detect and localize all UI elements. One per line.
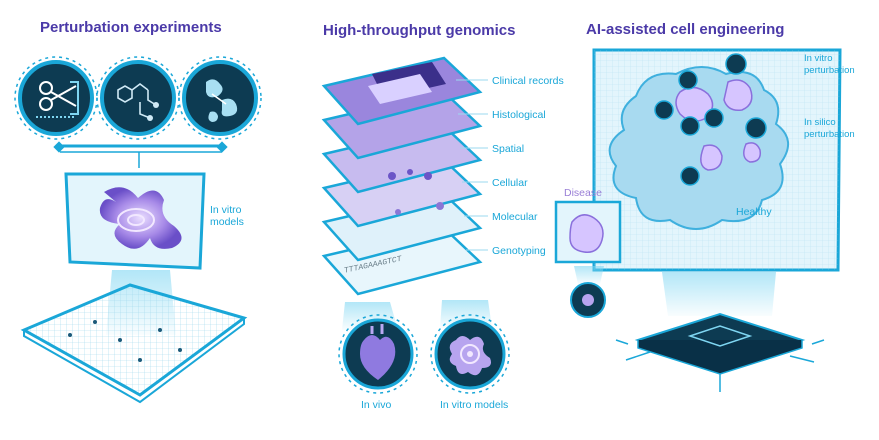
heart-icon bbox=[338, 314, 418, 394]
in-silico-perturbation-label: In silico perturbation bbox=[804, 117, 855, 140]
layer-label-genotyping: Genotyping bbox=[492, 245, 546, 257]
in-vivo-label: In vivo bbox=[361, 399, 392, 411]
perturbation-title: Perturbation experiments bbox=[40, 19, 222, 36]
in-vitro-cell-icon bbox=[430, 314, 510, 394]
layer-label-cellular: Cellular bbox=[492, 177, 528, 189]
genomics-layer-stack bbox=[321, 56, 483, 296]
well-plate-grid bbox=[20, 283, 248, 404]
disease-label: Disease bbox=[564, 187, 602, 199]
layer-label-clinical: Clinical records bbox=[492, 75, 564, 87]
ai-tissue-panel bbox=[592, 48, 842, 272]
molecule-icon bbox=[96, 56, 180, 140]
layer-label-spatial: Spatial bbox=[492, 143, 525, 155]
ai-title: AI-assisted cell engineering bbox=[586, 21, 785, 38]
layer-label-molecular: Molecular bbox=[492, 211, 538, 223]
ai-chip-icon bbox=[615, 312, 825, 392]
healthy-label: Healthy bbox=[736, 206, 772, 218]
in-vitro-model-panel bbox=[64, 172, 206, 270]
perturbation-section bbox=[14, 56, 262, 404]
layer-leader-lines bbox=[456, 79, 488, 251]
cell-division-icon bbox=[178, 56, 262, 140]
in-vitro-perturbation-label: In vitro perturbation bbox=[804, 53, 855, 76]
in-vitro-models-bottom-label: In vitro models bbox=[440, 399, 509, 411]
disease-cell-panel bbox=[554, 200, 622, 318]
genomics-title: High-throughput genomics bbox=[323, 22, 516, 39]
in-vitro-models-label: In vitro models bbox=[210, 204, 244, 228]
crispr-scissors-icon bbox=[14, 56, 98, 140]
layer-label-histological: Histological bbox=[492, 109, 546, 121]
